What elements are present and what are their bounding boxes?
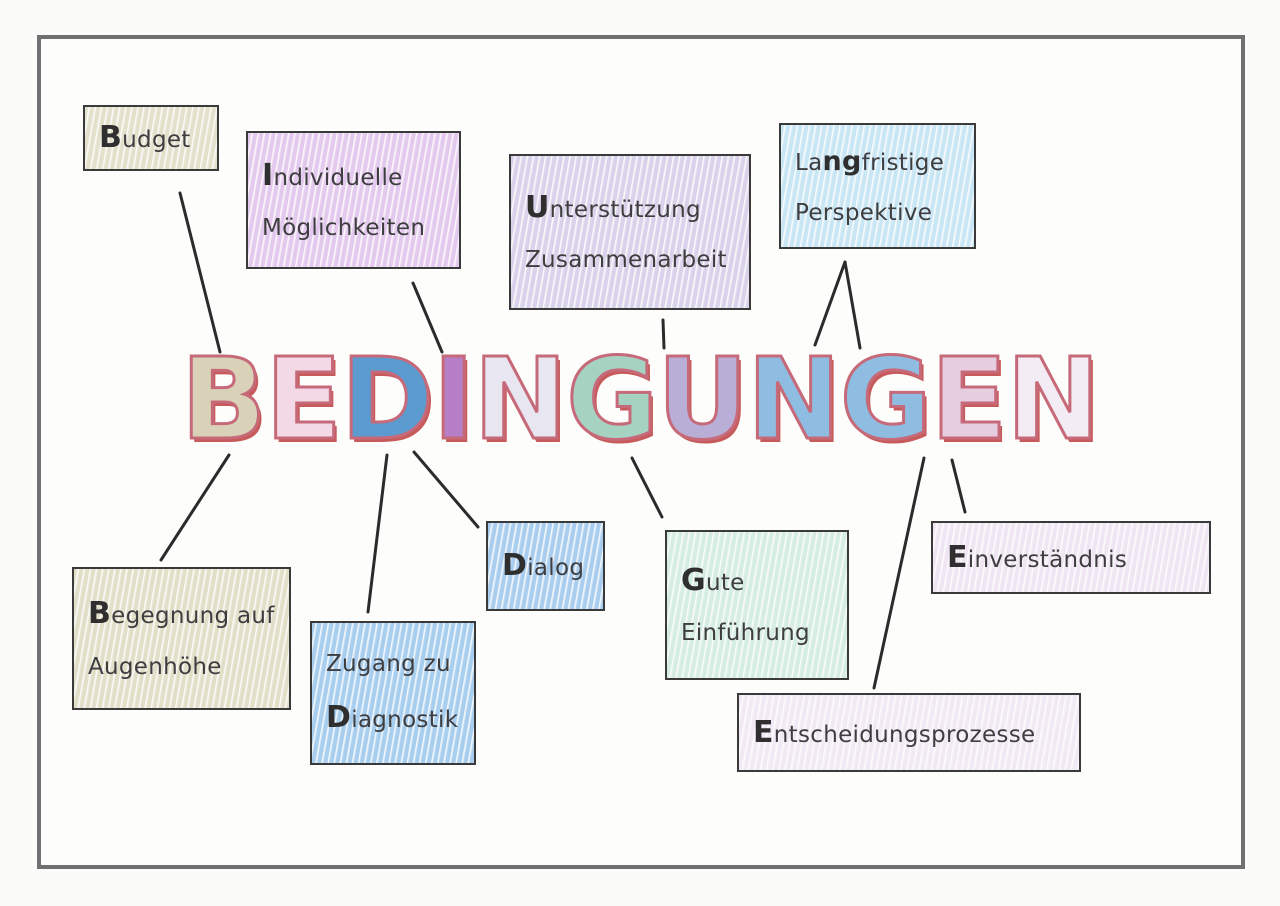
line-langfristige-a: [813, 260, 847, 347]
box-begegnung-line2: Augenhöhe: [88, 653, 222, 680]
box-dialog: Dialog: [486, 521, 605, 611]
title-letter: G: [838, 335, 933, 465]
box-einverstaendnis-text: Einverständnis: [947, 539, 1128, 575]
title-letter: E: [929, 335, 1008, 465]
title-letter: B: [179, 335, 267, 465]
box-gute: Gute Einführung: [665, 530, 849, 680]
box-unterstuetzung-line1: Unterstützung: [525, 189, 701, 225]
box-individuelle-line1: Individuelle: [262, 157, 403, 193]
title-letter: E: [264, 335, 343, 465]
line-begegnung: [159, 453, 231, 562]
line-gute: [630, 456, 664, 519]
box-unterstuetzung-line2: Zusammenarbeit: [525, 247, 727, 274]
box-gute-line2: Einführung: [681, 620, 810, 647]
title-letter: N: [472, 335, 569, 465]
line-budget: [178, 191, 222, 354]
title-letter: N: [1005, 335, 1102, 465]
box-budget: Budget: [83, 105, 219, 171]
box-gute-line1: Gute: [681, 562, 745, 598]
box-zugang-line2: Diagnostik: [326, 699, 459, 735]
title-letter: D: [339, 335, 435, 465]
title-letter: I: [431, 335, 476, 465]
box-langfristige-line2: Perspektive: [795, 199, 933, 226]
box-individuelle-line2: Möglichkeiten: [262, 215, 426, 242]
box-zugang-line1: Zugang zu: [326, 650, 451, 677]
box-entscheidung: Entscheidungsprozesse: [737, 693, 1081, 772]
box-langfristige-line1: Langfristige: [795, 145, 945, 177]
line-entscheidung: [872, 456, 926, 690]
line-zugang: [366, 453, 389, 614]
box-zugang: Zugang zu Diagnostik: [310, 621, 476, 765]
line-langfristige-b: [843, 260, 862, 350]
box-einverstaendnis: Einverständnis: [931, 521, 1211, 594]
box-dialog-text: Dialog: [502, 548, 585, 584]
line-individuelle: [411, 281, 444, 354]
line-dialog: [412, 450, 480, 529]
box-entscheidung-text: Entscheidungsprozesse: [753, 714, 1036, 750]
box-individuelle: Individuelle Möglichkeiten: [246, 131, 461, 269]
box-begegnung-line1: Begegnung auf: [88, 596, 275, 632]
box-begegnung: Begegnung auf Augenhöhe: [72, 567, 291, 710]
line-unterstuetzung: [661, 318, 666, 350]
title-letter: N: [746, 335, 843, 465]
box-langfristige: Langfristige Perspektive: [779, 123, 976, 249]
box-budget-text: Budget: [99, 120, 191, 156]
title-letter: G: [565, 335, 660, 465]
box-unterstuetzung: Unterstützung Zusammenarbeit: [509, 154, 751, 310]
line-einverstaendnis: [950, 458, 967, 514]
title-letter: U: [656, 335, 750, 465]
